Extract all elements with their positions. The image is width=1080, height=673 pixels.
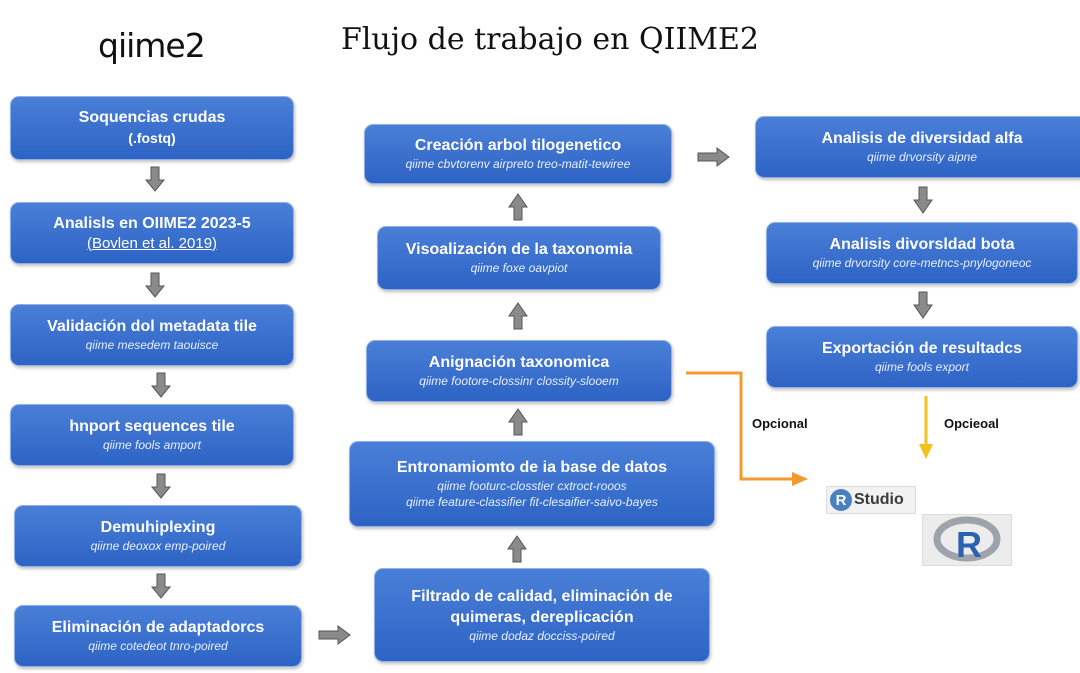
step-command: qiime deoxox emp-poired	[90, 539, 226, 553]
step-command: qiime fools amport	[102, 438, 202, 452]
step-beta-diversity: Analisis divorsldad bota qiime drvorsity…	[766, 222, 1078, 284]
step-alpha-diversity: Analisis de diversidad alfa qiime drvors…	[755, 116, 1080, 178]
arrow-down-icon	[913, 291, 933, 319]
step-command: qiime dodaz docciss-poired	[469, 629, 615, 643]
step-analysis-qiime2: Analisls en OIIME2 2023-5 (Bovlen et al.…	[10, 202, 294, 264]
arrow-up-icon	[508, 193, 528, 221]
step-raw-sequences: Soquencias crudas (.fostq)	[10, 96, 294, 160]
step-taxonomic-assignment: Anignación taxonomica qiime footore-clos…	[366, 340, 672, 402]
arrow-down-icon	[144, 166, 166, 192]
arrow-down-icon	[150, 573, 172, 599]
step-title: Anignación taxonomica	[428, 354, 610, 371]
step-title: Soquencias crudas	[78, 109, 226, 126]
rstudio-letter: R	[830, 489, 852, 511]
arrow-down-icon	[150, 473, 172, 499]
rstudio-text: Studio	[854, 491, 904, 508]
r-logo-icon: R	[933, 516, 1001, 565]
step-command: (.fostq)	[128, 130, 176, 146]
arrow-down-icon	[144, 272, 166, 298]
step-metadata-validation: Validación dol metadata tile qiime mesed…	[10, 304, 294, 366]
arrow-right-icon	[697, 147, 730, 167]
step-title: Analisis divorsldad bota	[829, 236, 1015, 253]
step-title: Analisis de diversidad alfa	[821, 130, 1023, 147]
optional-orange-arrow	[686, 371, 808, 486]
arrow-right-icon	[318, 625, 351, 645]
step-title: Entronamiomto de ia base de datos	[396, 459, 668, 476]
rstudio-logo: R Studio	[826, 486, 916, 514]
step-title: Demuhiplexing	[100, 519, 216, 536]
arrow-down-icon	[150, 372, 172, 398]
step-import-sequences: hnport sequences tile qiime fools amport	[10, 404, 294, 466]
step-command: qiime footore-clossinr clossity-slooem	[419, 374, 619, 388]
step-adapter-removal: Eliminación de adaptadorcs qiime cotedeo…	[14, 605, 302, 667]
step-title: Validación dol metadata tile	[47, 318, 257, 335]
step-taxonomy-visualization: Visoalización de la taxonomia qiime foxe…	[377, 226, 661, 290]
arrow-up-icon	[508, 408, 528, 436]
step-export-results: Exportación de resultadcs qiime fools ex…	[766, 326, 1078, 388]
step-command-2: qiime feature-classifier fit-clesaifier-…	[406, 495, 658, 509]
step-command: qiime foxe oavpiot	[470, 261, 568, 275]
step-title: Analisls en OIIME2 2023-5	[53, 214, 251, 232]
optional-yellow-arrow	[919, 396, 933, 459]
step-command: qiime fools export	[874, 360, 970, 374]
step-title: Exportación de resultadcs	[821, 340, 1023, 357]
r-letter: R	[956, 524, 982, 565]
optional-label-left: Opcional	[752, 416, 808, 431]
step-title: hnport sequences tile	[69, 418, 235, 435]
step-title: Eliminación de adaptadorcs	[51, 619, 265, 636]
step-command: qiime drvorsity core-metncs-pnylogoneoc	[812, 256, 1032, 270]
step-command: qiime drvorsity aipne	[866, 150, 978, 164]
step-phylogenetic-tree: Creación arbol tilogenetico qiime cbvtor…	[364, 124, 672, 184]
step-title: Visoalización de la taxonomia	[405, 241, 633, 258]
step-command: qiime cbvtorenv airpreto treo-matit-tewi…	[405, 157, 631, 171]
optional-label-right: Opcieoal	[944, 416, 999, 431]
step-database-training: Entronamiomto de ia base de datos qiime …	[349, 441, 715, 527]
arrow-up-icon	[508, 302, 528, 330]
step-title: Creación arbol tilogenetico	[414, 137, 622, 154]
citation-link[interactable]: (Bovlen et al. 2019)	[86, 234, 218, 252]
step-title: Filtrado de calidad, eliminación de quim…	[411, 588, 673, 626]
arrow-down-icon	[913, 186, 933, 214]
page-title: Flujo de trabajo en QIIME2	[340, 22, 759, 57]
step-quality-filtering: Filtrado de calidad, eliminación de quim…	[374, 568, 710, 662]
qiime2-logo: qiime2	[98, 26, 206, 65]
arrow-up-icon	[507, 535, 527, 563]
step-command: qiime mesedem taouisce	[85, 338, 219, 352]
step-demultiplexing: Demuhiplexing qiime deoxox emp-poired	[14, 505, 302, 567]
r-logo: R	[922, 514, 1012, 566]
step-command: qiime footurc-closstier cxtroct-rooos	[437, 479, 627, 493]
step-command: qiime cotedeot tnro-poired	[88, 639, 228, 653]
